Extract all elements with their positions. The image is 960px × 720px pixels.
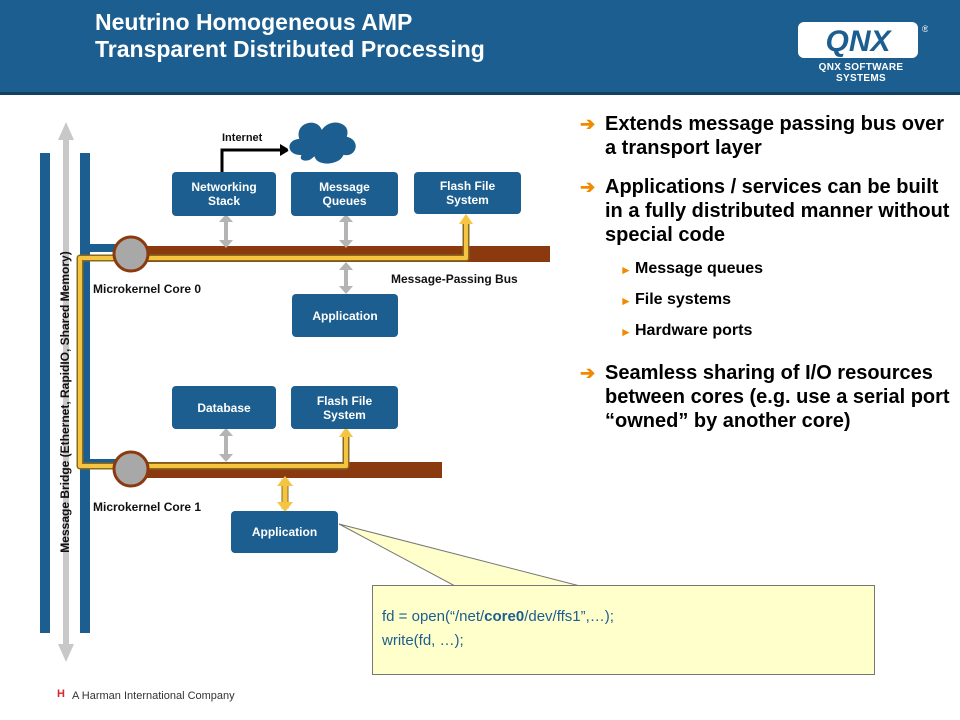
- sub-bullet-2-text: File systems: [635, 291, 732, 308]
- bullet-2-text: Applications / services can be built in …: [605, 176, 950, 246]
- code-line-1: fd = open(“/net/core0/dev/ffs1”,…);: [382, 608, 614, 625]
- bridge-bar-left: [40, 153, 50, 633]
- bullet-arrow-icon: ➔: [580, 114, 596, 134]
- app1-link-arrow-up: [277, 476, 293, 486]
- bullet-arrow-icon: ➔: [580, 177, 596, 197]
- harman-logo-icon: H: [57, 688, 65, 700]
- app1-link-arrow-down: [277, 502, 293, 512]
- code-line-2: write(fd, …);: [382, 632, 464, 649]
- bridge-bar-right: [80, 153, 90, 633]
- bullet-3: ➔ Seamless sharing of I/O resources betw…: [580, 361, 950, 433]
- sub-bullet-triangle-icon: ►: [620, 263, 632, 277]
- sub-bullet-triangle-icon: ►: [620, 325, 632, 339]
- sub-bullet-3: ► Hardware ports: [580, 321, 950, 341]
- bullet-1: ➔ Extends message passing bus over a tra…: [580, 112, 950, 160]
- application-core1-box: Application: [231, 511, 338, 553]
- distributed-path: [78, 220, 468, 468]
- application-core0-box: Application: [292, 294, 398, 337]
- bridge-arrow-bottom: [58, 644, 74, 662]
- database-box: Database: [172, 386, 276, 429]
- networking-stack-box: Networking Stack: [172, 172, 276, 216]
- logo-registered: ®: [922, 24, 928, 34]
- code-callout: fd = open(“/net/core0/dev/ffs1”,…); writ…: [372, 585, 875, 675]
- header-divider: [0, 92, 960, 95]
- message-queues-box: Message Queues: [291, 172, 398, 216]
- path-arrow-flash0: [459, 214, 473, 224]
- internet-label: Internet: [222, 132, 263, 144]
- bullet-arrow-icon: ➔: [580, 363, 596, 383]
- path-arrow-flash1: [339, 427, 353, 437]
- internet-arrowhead: [280, 144, 290, 156]
- bullet-2: ➔ Applications / services can be built i…: [580, 175, 950, 247]
- bullet-3-text: Seamless sharing of I/O resources betwee…: [605, 362, 950, 432]
- code-open-suffix: /dev/ffs1”,…);: [524, 608, 614, 625]
- core0-connector: [88, 244, 128, 252]
- bridge-arrow-top: [58, 122, 74, 140]
- core0-links: [219, 214, 353, 462]
- flash-file-system-core0-box: Flash File System: [414, 172, 521, 214]
- footer-company: A Harman International Company: [72, 690, 235, 702]
- slide-title: Neutrino Homogeneous AMP Transparent Dis…: [95, 9, 485, 63]
- sub-bullet-1-text: Message queues: [635, 260, 764, 277]
- sub-bullet-1: ► Message queues: [580, 259, 950, 279]
- logo-tagline: QNX SOFTWARE SYSTEMS: [818, 62, 904, 84]
- internet-cloud-icon: [287, 120, 358, 166]
- message-bridge-label: Message Bridge (Ethernet, RapidIO, Share…: [58, 251, 72, 553]
- core0-node: [112, 235, 150, 273]
- flash-file-system-core1-box: Flash File System: [291, 386, 398, 429]
- core1-node: [112, 450, 150, 488]
- callout-pointer: [338, 523, 581, 587]
- core0-label: Microkernel Core 0: [93, 282, 202, 296]
- message-bus-label: Message-Passing Bus: [391, 272, 518, 286]
- qnx-logo: QNX ®: [796, 20, 929, 76]
- qnx-logo-graphic: QNX ®: [798, 22, 929, 58]
- core1-label: Microkernel Core 1: [93, 500, 202, 514]
- code-open-prefix: fd = open(“/net/: [382, 608, 485, 625]
- title-line-2: Transparent Distributed Processing: [95, 36, 485, 62]
- title-line-1: Neutrino Homogeneous AMP: [95, 9, 413, 35]
- sub-bullet-2: ► File systems: [580, 290, 950, 310]
- code-core-name: core0: [484, 608, 525, 625]
- bullet-list: ➔ Extends message passing bus over a tra…: [580, 112, 950, 448]
- logo-text: QNX: [825, 25, 892, 58]
- sub-bullet-triangle-icon: ►: [620, 294, 632, 308]
- bullet-1-text: Extends message passing bus over a trans…: [605, 113, 945, 159]
- sub-bullet-3-text: Hardware ports: [635, 322, 753, 339]
- internet-link: [220, 148, 282, 172]
